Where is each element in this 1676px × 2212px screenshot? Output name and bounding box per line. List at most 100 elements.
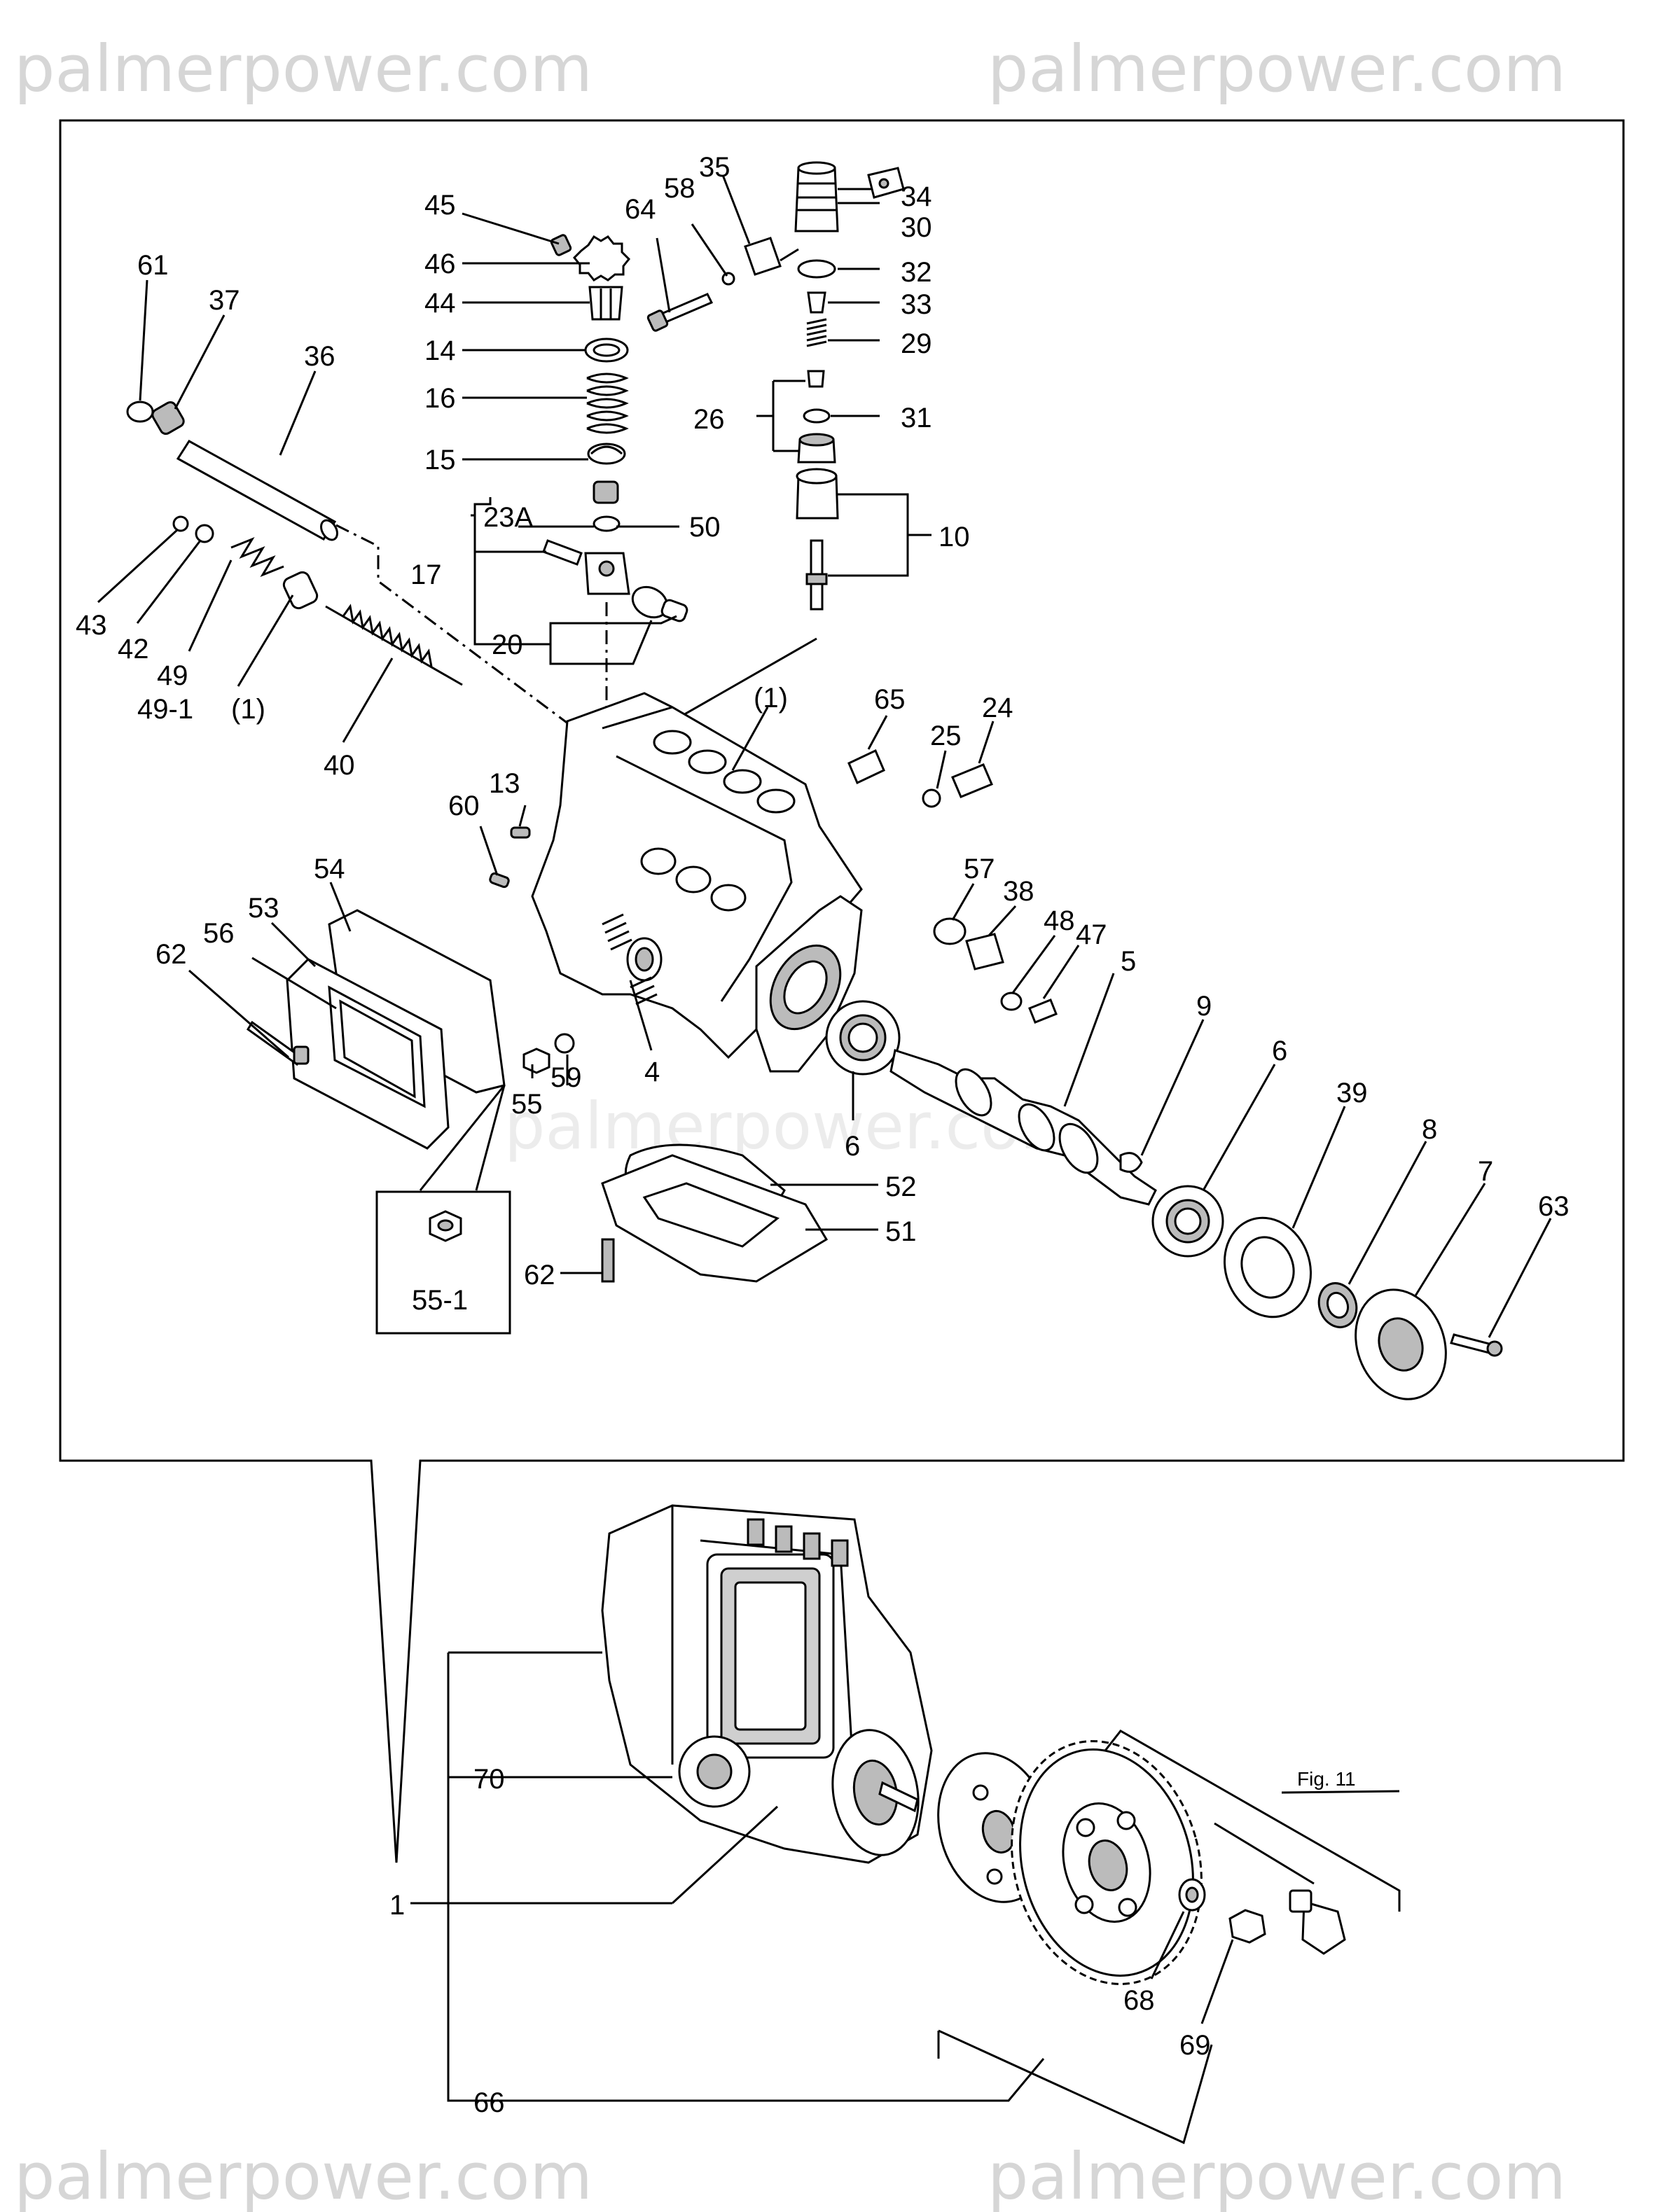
label-54: 54	[314, 854, 345, 884]
label-52: 52	[885, 1171, 917, 1202]
label-4: 4	[644, 1057, 660, 1087]
inset-box-55-1: 55-1	[375, 1085, 511, 1335]
part-37-plug	[151, 401, 185, 436]
label-26: 26	[693, 404, 725, 435]
label-46: 46	[424, 249, 456, 279]
label-48: 48	[1044, 905, 1075, 936]
label-31: 31	[901, 403, 932, 433]
label-36: 36	[304, 341, 335, 372]
label-69: 69	[1179, 2030, 1211, 2061]
part-17-pin	[542, 539, 583, 566]
label-32: 32	[901, 257, 932, 288]
label-1-bushing: (1)	[231, 694, 265, 725]
part-49-spring	[230, 536, 284, 578]
label-25: 25	[930, 721, 962, 751]
drive-gear-set	[937, 1740, 1346, 1985]
label-38: 38	[1003, 876, 1034, 907]
label-51: 51	[885, 1216, 917, 1247]
part-36-sleeve	[176, 440, 337, 541]
leader-lines	[97, 174, 1552, 2145]
label-9: 9	[1196, 991, 1212, 1022]
label-68: 68	[1123, 1985, 1155, 2016]
label-65: 65	[874, 684, 906, 715]
label-63: 63	[1538, 1191, 1570, 1222]
label-5: 5	[1121, 946, 1136, 977]
part-59-washer	[554, 1033, 575, 1054]
part-50-nut	[593, 515, 621, 532]
label-60: 60	[448, 791, 480, 821]
label-64: 64	[625, 194, 656, 225]
fig-bracket	[1104, 1730, 1401, 1912]
label-55: 55	[511, 1089, 543, 1120]
label-56: 56	[203, 918, 235, 949]
part-35-lock-plate	[744, 237, 782, 276]
part-23a-adjust-screw	[593, 480, 619, 504]
control-sleeve-stack	[542, 234, 688, 742]
governor-parts	[126, 401, 575, 730]
gear-bolt	[1301, 1900, 1346, 1955]
label-8: 8	[1422, 1114, 1437, 1145]
part-69-nut	[1228, 1909, 1266, 1944]
figure-reference: Fig. 11	[1297, 1768, 1356, 1790]
label-49-1: 49-1	[137, 694, 193, 725]
watermark-bottom-left: palmerpower.com	[14, 2139, 593, 2212]
label-37: 37	[209, 285, 240, 316]
label-14: 14	[424, 335, 456, 366]
part-24-bolt	[951, 763, 993, 798]
assembled-pump-illustration	[601, 1504, 933, 1864]
pump-housing	[531, 692, 863, 1073]
label-47: 47	[1076, 919, 1107, 950]
label-53: 53	[248, 893, 279, 924]
label-23a: 23A	[483, 502, 533, 533]
label-20: 20	[492, 629, 523, 660]
part-29-spring	[806, 318, 827, 347]
part-51-cover	[601, 1154, 829, 1283]
cover-parts	[247, 826, 829, 1283]
label-58: 58	[664, 173, 695, 204]
part-38-plug	[965, 933, 1004, 971]
part-20-pin	[660, 599, 688, 622]
part-32-oring	[797, 259, 836, 279]
label-15: 15	[424, 445, 456, 475]
camshaft-assembly	[825, 1000, 1503, 1400]
label-10: 10	[939, 522, 970, 552]
label-24: 24	[982, 693, 1013, 723]
watermark-bottom-right: palmerpower.com	[988, 2139, 1566, 2212]
label-50: 50	[689, 512, 721, 543]
part-30-holder	[794, 167, 839, 232]
part-33-stopper	[807, 291, 826, 314]
label-29: 29	[901, 328, 932, 359]
part-1-bushing	[282, 571, 319, 610]
part-47-screw	[1028, 999, 1058, 1024]
part-26-valve	[807, 370, 825, 388]
inset-label: 55-1	[412, 1285, 468, 1316]
part-63-screw	[1450, 1333, 1493, 1354]
label-62-lower: 62	[524, 1260, 555, 1291]
label-1-housing: (1)	[754, 683, 788, 714]
part-31-gasket	[803, 408, 831, 424]
part-40-rack	[325, 605, 463, 686]
part-4-spring	[602, 913, 632, 951]
part-16-plunger-spring	[586, 373, 629, 434]
part-58-washer	[721, 272, 735, 286]
part-57-oring	[933, 917, 967, 945]
label-49: 49	[157, 660, 188, 691]
part-45-screw	[550, 234, 572, 256]
label-7: 7	[1478, 1156, 1493, 1187]
part-60-pin	[489, 872, 510, 889]
part-labels: 61 37 36 43 42 49 49-1 (1) 40 45 46 44 1…	[76, 152, 1570, 2118]
part-9-key	[1119, 1152, 1143, 1173]
part-61-oring	[126, 401, 154, 423]
label-61: 61	[137, 250, 169, 281]
label-57: 57	[964, 854, 995, 884]
part-48-gasket	[1000, 992, 1023, 1011]
watermark-top-left: palmerpower.com	[14, 32, 593, 106]
part-42-washer	[195, 524, 214, 543]
label-35: 35	[699, 152, 730, 183]
label-33: 33	[901, 289, 932, 320]
part-40-spring	[342, 604, 433, 667]
part-65-plug	[847, 749, 885, 785]
label-6-upper: 6	[845, 1131, 860, 1162]
plugs-and-fittings	[847, 749, 1058, 1024]
label-1-pump: 1	[389, 1890, 405, 1921]
